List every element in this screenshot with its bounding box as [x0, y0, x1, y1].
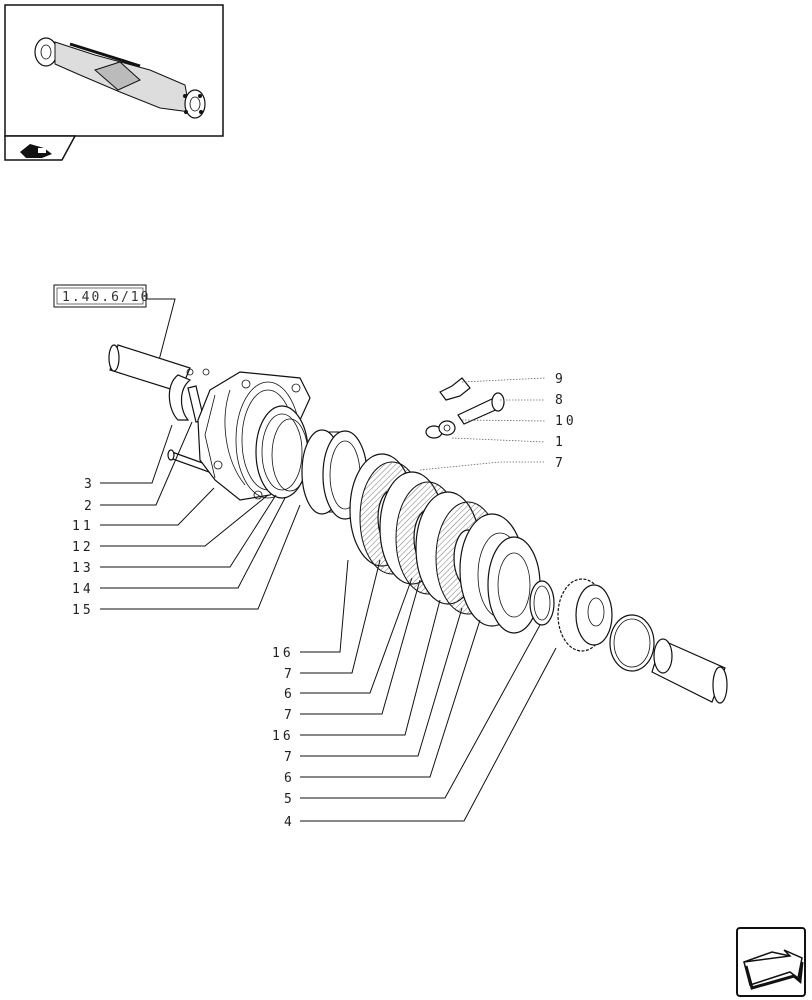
- label-left-2: 2: [84, 499, 95, 514]
- seal-rings-12-13-14: [255, 405, 309, 499]
- label-left-13: 13: [72, 561, 94, 576]
- label-bottom-7a: 7: [284, 667, 295, 682]
- label-left-12: 12: [72, 540, 94, 555]
- reference-box-text: 1.40.6/10: [62, 290, 150, 305]
- label-bottom-6a: 6: [284, 687, 295, 702]
- label-right-7: 7: [555, 456, 566, 471]
- label-left-15: 15: [72, 603, 94, 618]
- label-right-1: 1: [555, 435, 566, 450]
- label-left-3: 3: [84, 477, 95, 492]
- label-bottom-4: 4: [284, 815, 295, 830]
- label-bottom-7b: 7: [284, 708, 295, 723]
- o-ring-part: [609, 614, 655, 672]
- brake-disc-stack: [349, 453, 541, 634]
- label-left-14: 14: [72, 582, 94, 597]
- washers-part-10-1: [425, 420, 456, 439]
- bleeder-screw-part-9: [439, 377, 471, 401]
- next-page-arrow-icon[interactable]: [736, 927, 806, 997]
- reference-box[interactable]: 1.40.6/10: [53, 284, 150, 308]
- axle-thumbnail-icon[interactable]: [4, 4, 224, 137]
- label-right-8: 8: [555, 393, 566, 408]
- gear-part-4: [557, 578, 613, 652]
- label-bottom-16a: 16: [272, 646, 294, 661]
- label-right-9: 9: [555, 372, 566, 387]
- snap-ring-part-3: [168, 368, 210, 421]
- label-left-11: 11: [72, 519, 94, 534]
- tractor-tab-icon[interactable]: [4, 135, 77, 161]
- bleeder-screw-part-8: [457, 392, 505, 425]
- label-bottom-16b: 16: [272, 729, 294, 744]
- label-right-10: 10: [555, 414, 577, 429]
- label-bottom-5: 5: [284, 792, 295, 807]
- splined-shaft-right: [651, 638, 728, 704]
- label-bottom-6b: 6: [284, 771, 295, 786]
- label-bottom-7c: 7: [284, 750, 295, 765]
- snap-ring-part-5: [529, 580, 555, 626]
